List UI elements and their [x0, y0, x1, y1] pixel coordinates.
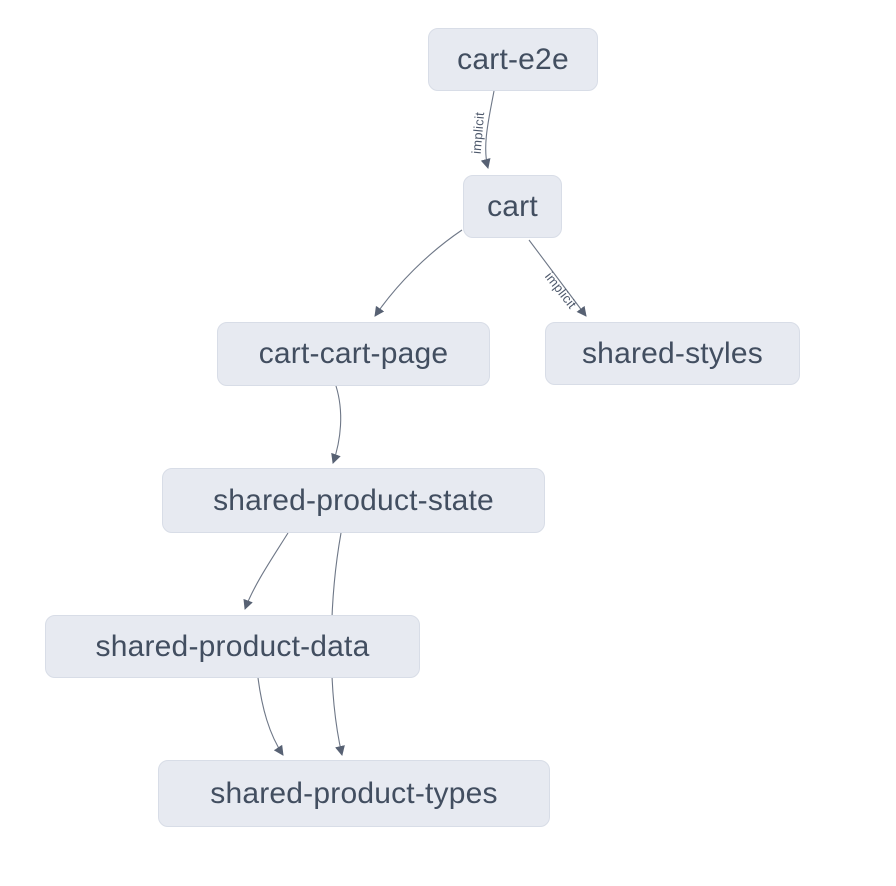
node-label: cart-e2e: [457, 42, 569, 76]
node-label: shared-product-state: [213, 483, 494, 517]
edge-cart--cart-cart-page: [374, 229, 463, 317]
graph-node-cart-cart-page[interactable]: cart-cart-page: [217, 322, 490, 386]
node-label: shared-product-types: [210, 776, 498, 810]
graph-node-shared-product-data[interactable]: shared-product-data: [45, 615, 420, 678]
edge-shared-product-state--shared-product-data: [243, 532, 289, 610]
graph-node-shared-product-types[interactable]: shared-product-types: [158, 760, 550, 827]
graph-node-shared-styles[interactable]: shared-styles: [545, 322, 800, 385]
edge-label-cart--shared-styles: implicit: [542, 269, 580, 311]
graph-node-cart-e2e[interactable]: cart-e2e: [428, 28, 598, 91]
node-label: cart: [487, 189, 538, 223]
edge-cart--shared-styles: [528, 239, 587, 317]
node-label: cart-cart-page: [258, 337, 449, 370]
edge-label-cart-e2e--cart: implicit: [469, 111, 488, 154]
edge-shared-product-data--shared-product-types: [257, 677, 284, 756]
edge-cart-cart-page--shared-product-state: [331, 385, 342, 464]
node-label: shared-styles: [581, 336, 763, 370]
node-label: shared-product-data: [95, 629, 370, 663]
edge-cart-e2e--cart: [480, 90, 495, 169]
graph-node-shared-product-state[interactable]: shared-product-state: [162, 468, 545, 533]
graph-node-cart[interactable]: cart: [463, 175, 562, 238]
